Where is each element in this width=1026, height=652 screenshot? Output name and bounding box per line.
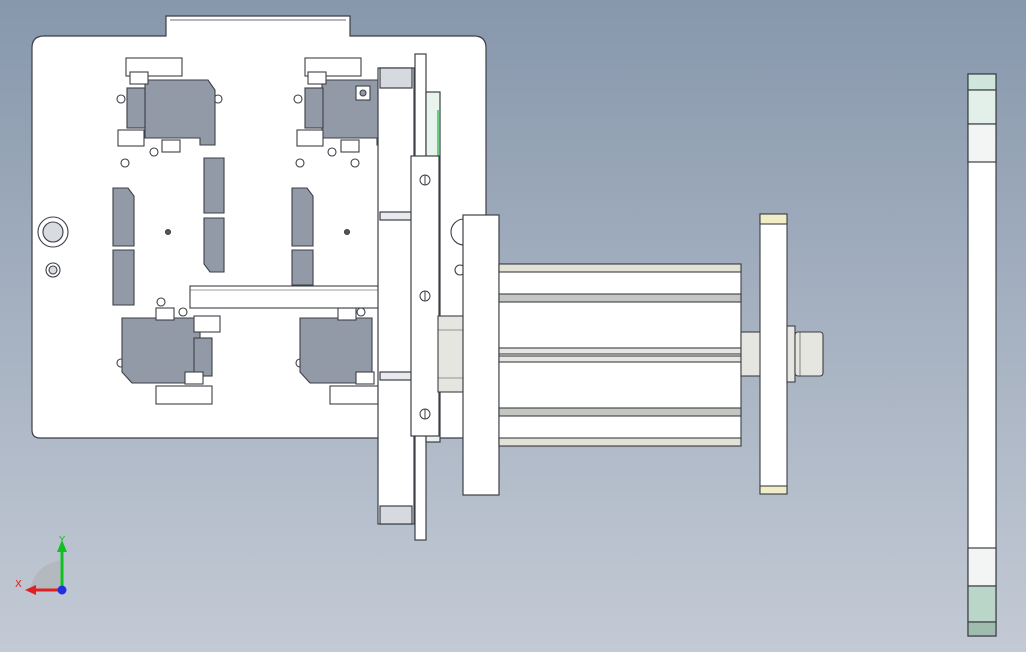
rear-shaft[interactable] [740, 213, 824, 495]
push-bar[interactable] [189, 285, 387, 309]
side-panel[interactable] [967, 73, 997, 637]
axis-y-label: Y [58, 535, 66, 546]
clamp-lower-left[interactable] [121, 307, 221, 405]
plate-screws [419, 174, 431, 420]
clamp-upper-left[interactable] [117, 57, 216, 153]
clamp-lower-right[interactable] [299, 307, 379, 405]
piston-rod[interactable] [437, 315, 465, 393]
clamp-upper-right[interactable] [296, 57, 393, 153]
coordinate-triad-icon[interactable]: Y X [15, 535, 67, 595]
cylinder-body[interactable] [498, 263, 742, 447]
mount-plate-outer[interactable] [377, 67, 415, 525]
axis-x-label: X [15, 579, 22, 590]
cylinder-flange[interactable] [462, 214, 500, 496]
guide-rails[interactable] [112, 157, 314, 306]
